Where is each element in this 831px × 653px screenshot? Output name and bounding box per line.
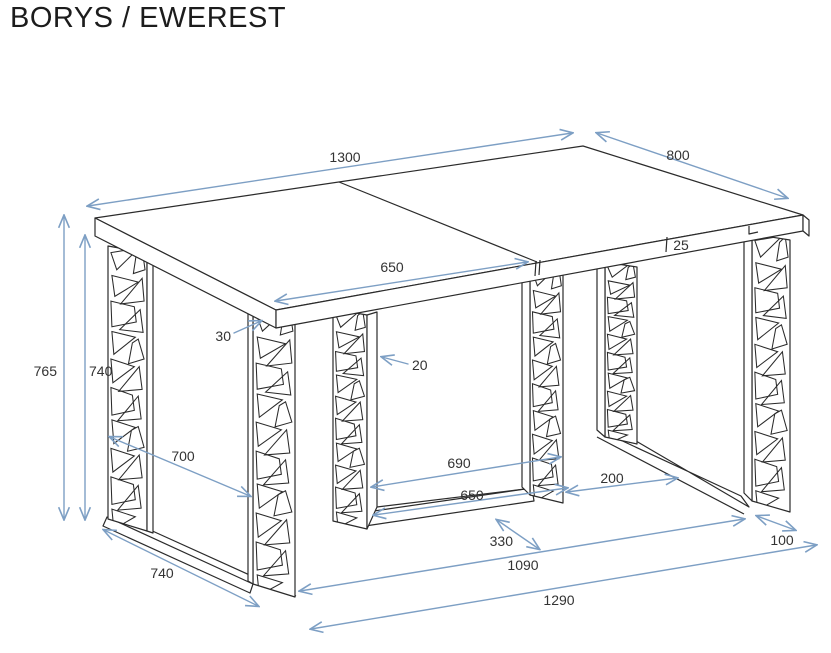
dim-label-top-overhang: 30 — [215, 328, 231, 344]
dim-label-total-height: 765 — [34, 363, 58, 379]
dim-total-height: 765 — [34, 216, 64, 519]
dim-label-mid-frame-inner-width: 690 — [447, 455, 471, 471]
dim-label-top-width: 800 — [666, 147, 690, 163]
dim-label-top-length: 1300 — [329, 149, 360, 165]
dim-top-length: 1300 — [88, 133, 572, 206]
dim-frame-outer-depth: 740 — [104, 530, 258, 606]
thickness-tick — [665, 236, 668, 253]
drawing-title: BORYS / EWEREST — [10, 2, 287, 34]
dim-label-foot-offset: 330 — [490, 533, 514, 549]
dimension-lines: 1300 800 25 650 765 740 30 20 — [34, 133, 816, 629]
dim-leg-panel-thickness: 20 — [382, 357, 428, 373]
dim-label-foot-end-width: 100 — [770, 532, 794, 548]
dim-frame-inner-depth: 700 — [110, 437, 250, 496]
dim-label-leg-panel-thickness: 20 — [412, 357, 428, 373]
dim-top-overhang: 30 — [215, 321, 261, 344]
dim-leg-height: 740 — [85, 236, 113, 519]
dim-label-leg-height: 740 — [89, 363, 113, 379]
leg-middle-right — [521, 265, 564, 504]
leg-middle-left — [332, 308, 378, 530]
dim-top-thickness: 25 — [673, 237, 689, 253]
dim-label-frame-outer-depth: 740 — [150, 565, 174, 581]
dim-label-top-thickness: 25 — [673, 237, 689, 253]
dim-mid-frame-bottom-width: 650 — [374, 487, 567, 515]
dim-foot-offset: 330 — [490, 520, 539, 549]
dim-label-feet-span-inner: 1090 — [507, 557, 538, 573]
dim-label-feet-span-outer: 1290 — [543, 592, 574, 608]
dim-label-mid-frame-bottom-width: 650 — [460, 487, 484, 503]
leg-back-left — [107, 245, 154, 534]
dim-section-length: 650 — [276, 259, 527, 301]
dim-feet-span-outer: 1290 — [311, 545, 816, 629]
corner-bracket — [748, 226, 759, 235]
dim-mid-frame-inner-width: 690 — [372, 455, 560, 487]
dim-frame-spacing: 200 — [567, 470, 677, 492]
leg-front-left — [247, 305, 296, 598]
dim-label-section-length: 650 — [380, 259, 404, 275]
dim-label-frame-inner-depth: 700 — [171, 448, 195, 464]
dim-top-width: 800 — [597, 133, 787, 198]
dim-foot-end-width: 100 — [757, 516, 795, 548]
dim-feet-span-inner: 1090 — [300, 519, 744, 591]
runner-middle-frame — [364, 487, 535, 527]
leg-front-right — [743, 233, 791, 513]
tabletop — [94, 145, 810, 329]
dim-label-frame-spacing: 200 — [600, 470, 624, 486]
leg-back-right — [596, 261, 638, 445]
